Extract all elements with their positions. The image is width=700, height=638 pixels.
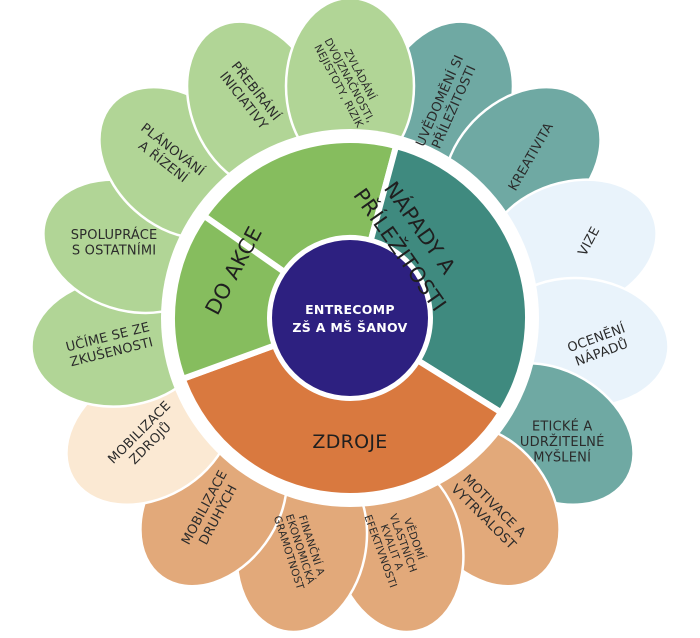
center-circle — [272, 240, 428, 396]
petal-label-line: UDRŽITELNÉ — [520, 434, 605, 450]
petal-label-line: MYŠLENÍ — [533, 449, 591, 465]
center-subtitle: ZŠ A MŠ ŠANOV — [292, 320, 407, 335]
area-action — [201, 137, 400, 276]
center-title: ENTRECOMP — [305, 302, 395, 317]
petal-label-line: ETICKÉ A — [532, 418, 592, 434]
area-action-lower — [169, 212, 288, 382]
petal-label-line: SPOLUPRÁCE — [71, 227, 158, 243]
petal-label-line: S OSTATNÍMI — [72, 243, 156, 259]
area-ring — [169, 137, 531, 499]
area-ideas — [367, 143, 531, 416]
area-resources — [179, 342, 504, 499]
area-label-resources: ZDROJE — [312, 431, 387, 453]
